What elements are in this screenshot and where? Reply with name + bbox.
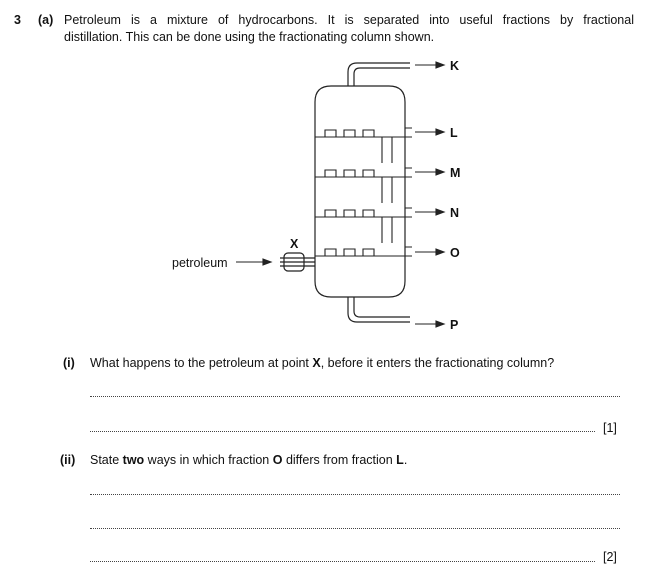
bottom-pipe-inner [353, 297, 410, 318]
top-pipe-inner [353, 67, 410, 86]
part-a-label: (a) [38, 13, 54, 27]
answer-line-ii-3[interactable] [90, 561, 595, 562]
output-arrows [415, 61, 446, 328]
part-i-label: (i) [63, 356, 75, 370]
bottom-pipe [347, 297, 410, 323]
answer-line-i-2[interactable] [90, 431, 595, 432]
intro-line-1: Petroleum is a mixture of hydrocarbons. … [64, 13, 634, 27]
column-outline [314, 85, 406, 298]
top-pipe [347, 62, 410, 86]
marks-ii: [2] [603, 550, 617, 564]
fraction-o-label: O [450, 246, 460, 260]
fraction-k-label: K [450, 59, 460, 73]
fractionating-column-diagram [236, 61, 446, 328]
marks-i: [1] [603, 421, 617, 435]
trays [315, 127, 412, 257]
fraction-m-label: M [450, 166, 461, 180]
fraction-n-label: N [450, 206, 460, 220]
answer-line-ii-1[interactable] [90, 494, 620, 495]
part-i-question: What happens to the petroleum at point X… [90, 356, 555, 370]
question-number: 3 [14, 13, 21, 27]
furnace-x [280, 252, 315, 272]
answer-line-i-1[interactable] [90, 396, 620, 397]
petroleum-label: petroleum [172, 256, 228, 270]
part-ii-label: (ii) [60, 453, 76, 467]
petroleum-arrow [236, 258, 273, 266]
heater-x-label: X [290, 237, 299, 251]
part-ii-question: State two ways in which fraction O diffe… [90, 453, 408, 467]
intro-line-2: distillation. This can be done using the… [64, 30, 435, 44]
answer-line-ii-2[interactable] [90, 528, 620, 529]
fraction-p-label: P [450, 318, 459, 332]
fraction-l-label: L [450, 126, 458, 140]
